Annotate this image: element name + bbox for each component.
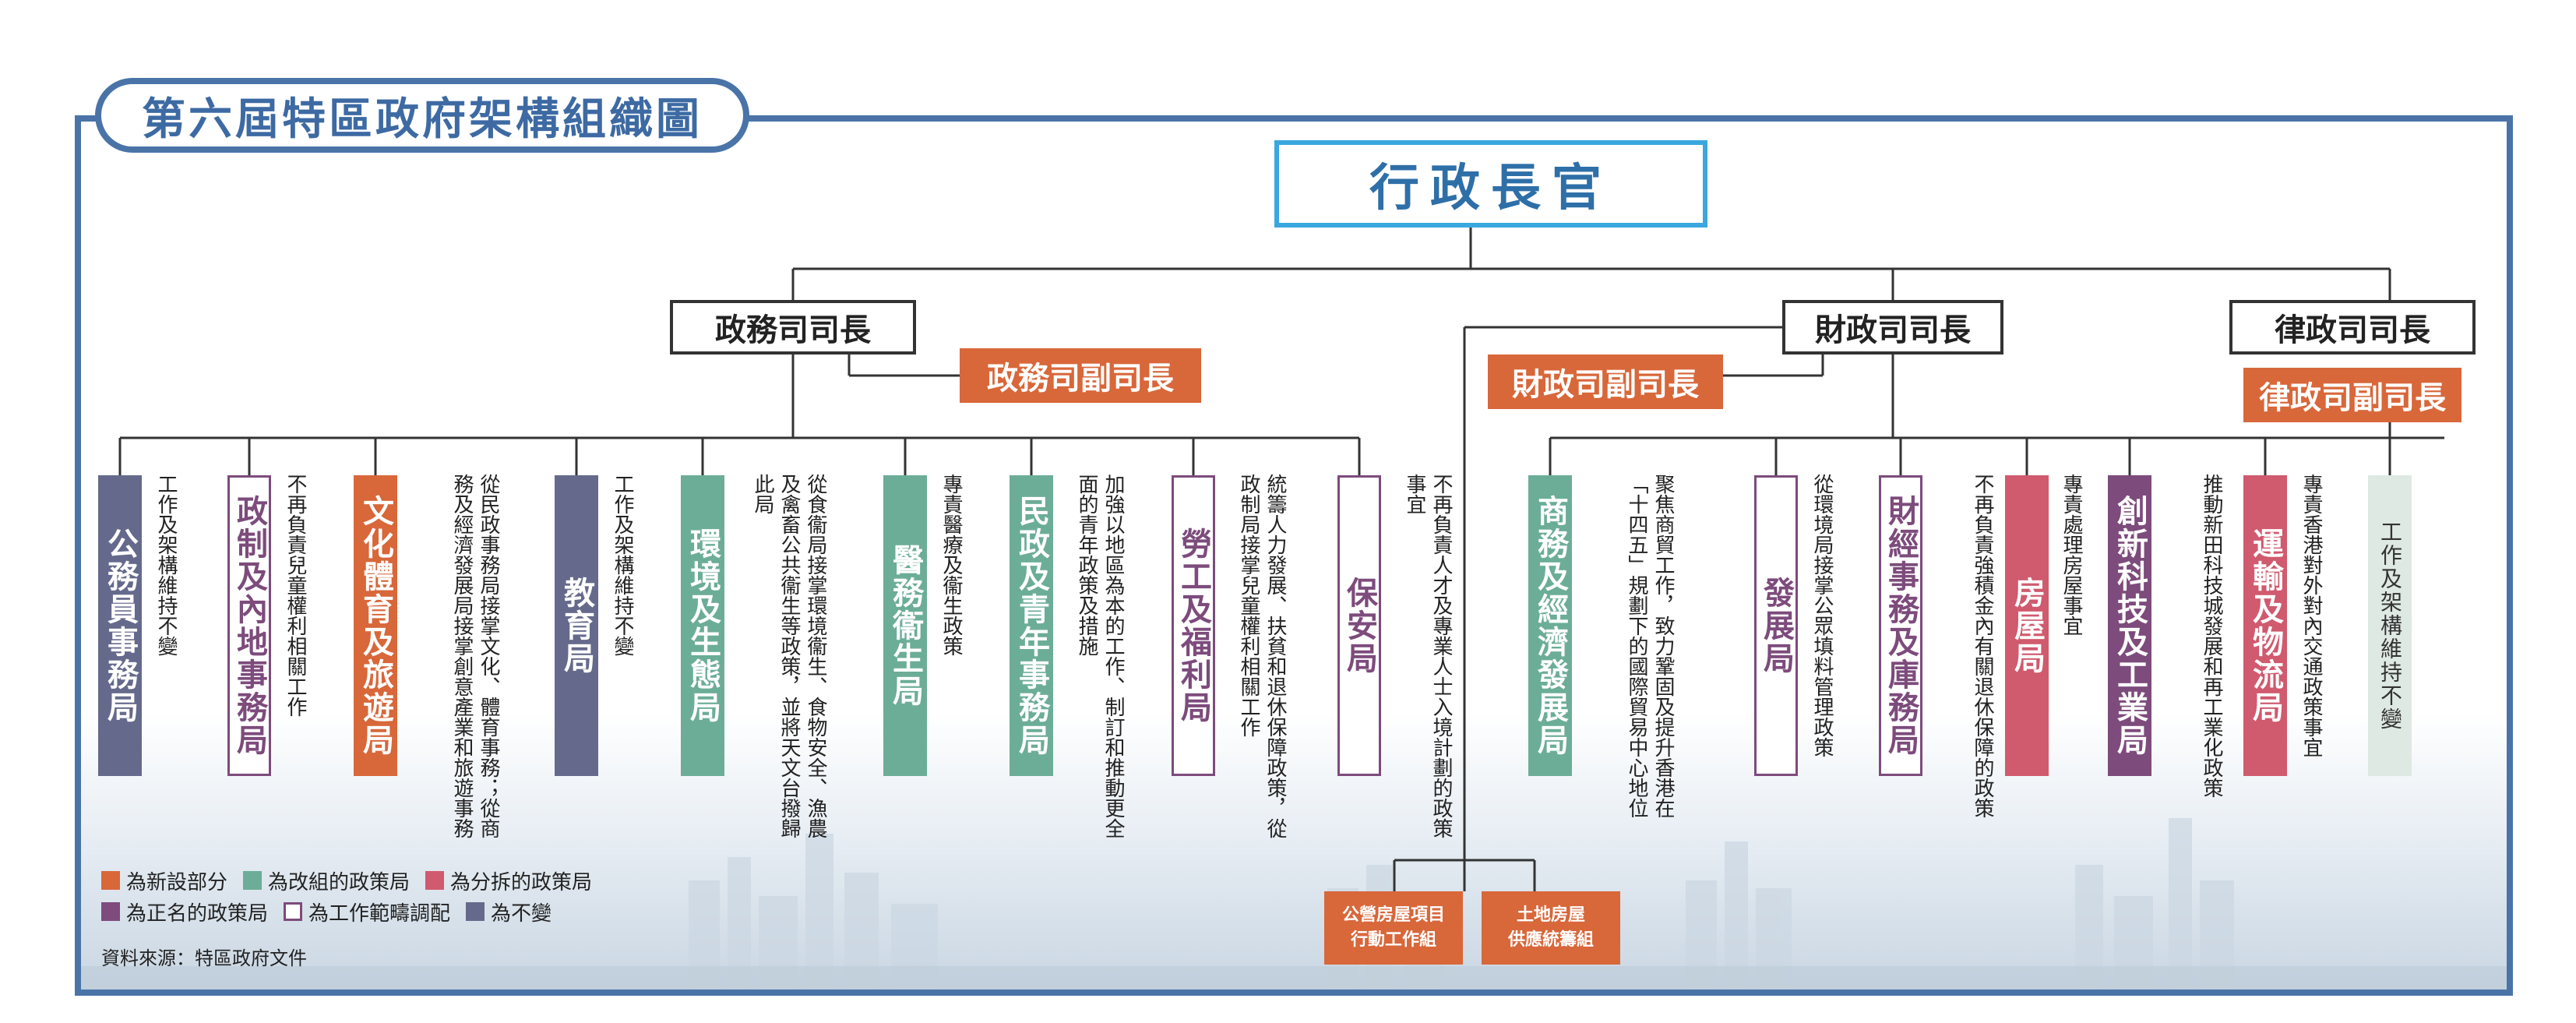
task-force-land-housing-supply: 土地房屋 供應統籌組	[1482, 891, 1620, 965]
chief-secretary-label: 政務司司長	[715, 312, 871, 348]
bureau-health-desc: 專責醫療及衞生政策	[939, 474, 963, 656]
bureau-civil-service-desc: 工作及架構維持不變	[154, 474, 178, 656]
bureau-home-youth: 民政及青年事務局	[1010, 475, 1053, 776]
bureau-civil-service: 公務員事務局	[98, 475, 142, 776]
deputy-financial-secretary-label: 財政司副司長	[1512, 367, 1699, 403]
legend-swatch-split	[425, 871, 445, 890]
legend-swatch-reorganised	[243, 871, 263, 890]
chief-executive-label: 行政長官	[1369, 160, 1612, 217]
deputy-secretary-for-justice-box: 律政司副司長	[2243, 368, 2461, 422]
deputy-chief-secretary-label: 政務司副司長	[987, 361, 1174, 397]
bureau-education-desc: 工作及架構維持不變	[611, 474, 634, 656]
department-of-justice: 工作及架構維持不變	[2368, 475, 2412, 776]
secretary-for-justice-box: 律政司司長	[2229, 300, 2476, 355]
bureau-financial-treasury: 財經事務及庫務局	[1879, 475, 1922, 776]
financial-secretary-label: 財政司司長	[1815, 312, 1971, 348]
chart-title-pill: 第六屆特區政府架構組織圖	[95, 78, 749, 153]
bureau-culture-sports-tourism-desc: 從民政事務局接掌文化、體育事務；從商務及經濟發展局接掌創意產業和旅遊事務	[450, 474, 500, 838]
bureau-labour-welfare-desc: 統籌人力發展、扶貧和退休保障政策，從政制局接掌兒童權利相關工作	[1237, 474, 1287, 838]
secretary-for-justice-label: 律政司司長	[2275, 312, 2430, 348]
bureau-environment-ecology: 環境及生態局	[681, 475, 724, 776]
bureau-environment-ecology-desc: 從食衞局接掌環境衞生、食物安全、漁農及禽畜公共衞生等政策，並將天文台撥歸此局	[751, 474, 827, 838]
bureau-housing: 房屋局	[2005, 475, 2049, 776]
source-note: 資料來源：特區政府文件	[101, 947, 307, 969]
bureau-constitutional-mainland-desc: 不再負責兒童權利相關工作	[284, 474, 307, 717]
deputy-secretary-for-justice-label: 律政司副司長	[2259, 380, 2446, 416]
chart-title: 第六屆特區政府架構組織圖	[142, 93, 703, 145]
bureau-commerce-economic: 商務及經濟發展局	[1528, 475, 1572, 776]
legend-item-renamed: 為正名的政策局	[101, 898, 268, 926]
legend-item-reorganised: 為改組的政策局	[243, 866, 410, 895]
bureau-education: 教育局	[555, 475, 598, 776]
chief-executive-box: 行政長官	[1274, 140, 1707, 228]
bureau-transport-logistics-desc: 專責香港對外對內交通政策事宜	[2299, 474, 2323, 757]
financial-secretary-box: 財政司司長	[1782, 300, 2003, 355]
bureau-labour-welfare: 勞工及福利局	[1172, 475, 1215, 776]
bureau-development-desc: 從環境局接掌公眾填料管理政策	[1810, 474, 1834, 757]
chart-frame	[75, 115, 2513, 996]
chief-secretary-box: 政務司司長	[670, 300, 916, 355]
bureau-commerce-economic-desc: 聚焦商貿工作，致力鞏固及提升香港在「十四五」規劃下的國際貿易中心地位	[1625, 474, 1675, 818]
deputy-chief-secretary-box: 政務司副司長	[960, 348, 1201, 403]
bureau-development: 發展局	[1754, 475, 1798, 776]
task-force-public-housing: 公營房屋項目 行動工作組	[1324, 891, 1463, 965]
legend: 為新設部分 為改組的政策局 為分拆的政策局 為正名的政策局 為工作範疇調配 為不…	[101, 865, 608, 927]
bureau-financial-treasury-desc: 不再負責強積金內有關退休保障的政策	[1971, 474, 1994, 818]
bureau-housing-desc: 專責處理房屋事宜	[2060, 474, 2083, 636]
legend-swatch-renamed	[101, 902, 120, 921]
deputy-financial-secretary-box: 財政司副司長	[1488, 355, 1723, 409]
bureau-home-youth-desc: 加強以地區為本的工作、制訂和推動更全面的青年政策及措施	[1075, 474, 1125, 838]
legend-swatch-new	[101, 871, 120, 890]
bureau-security: 保安局	[1337, 475, 1381, 776]
legend-swatch-unchanged	[466, 902, 485, 921]
legend-item-unchanged: 為不變	[466, 898, 551, 926]
bureau-transport-logistics: 運輸及物流局	[2243, 475, 2287, 776]
bureau-culture-sports-tourism: 文化體育及旅遊局	[354, 475, 397, 776]
bureau-innovation-technology-industry: 創新科技及工業局	[2108, 475, 2151, 776]
bureau-security-desc: 不再負責人才及專業人士入境計劃的政策事宜	[1403, 474, 1453, 838]
bureau-innovation-technology-industry-desc: 推動新田科技城發展和再工業化政策	[2200, 474, 2223, 798]
legend-item-new: 為新設部分	[101, 866, 227, 895]
bureau-health: 醫務衞生局	[883, 475, 927, 776]
legend-swatch-adjusted	[284, 902, 303, 921]
legend-item-adjusted: 為工作範疇調配	[284, 898, 450, 926]
bureau-constitutional-mainland: 政制及內地事務局	[227, 475, 271, 776]
legend-item-split: 為分拆的政策局	[425, 866, 592, 895]
department-of-justice-desc: 工作及架構維持不變	[2377, 520, 2403, 731]
